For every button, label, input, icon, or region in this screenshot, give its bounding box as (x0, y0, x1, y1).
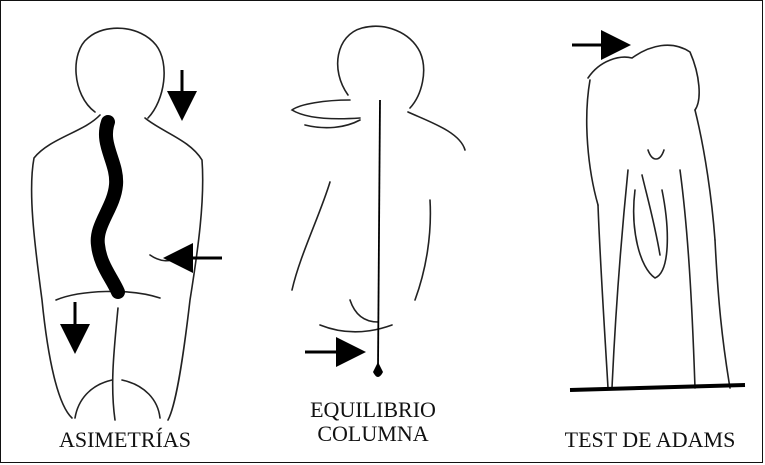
back-figure-asymmetry (32, 28, 203, 420)
forward-bend-figure (587, 45, 730, 388)
ground-line (570, 385, 745, 390)
caption-balance-line2: COLUMNA (288, 422, 458, 446)
caption-asymmetries: ASIMETRÍAS (30, 428, 220, 452)
caption-adams-test: TEST DE ADAMS (540, 428, 760, 452)
plumb-line (378, 100, 380, 368)
curved-spine-shape (98, 122, 118, 292)
caption-balance-line1: EQUILIBRIO (288, 398, 458, 422)
plumb-bob-icon (373, 362, 383, 377)
caption-spine-balance: EQUILIBRIO COLUMNA (288, 398, 458, 446)
